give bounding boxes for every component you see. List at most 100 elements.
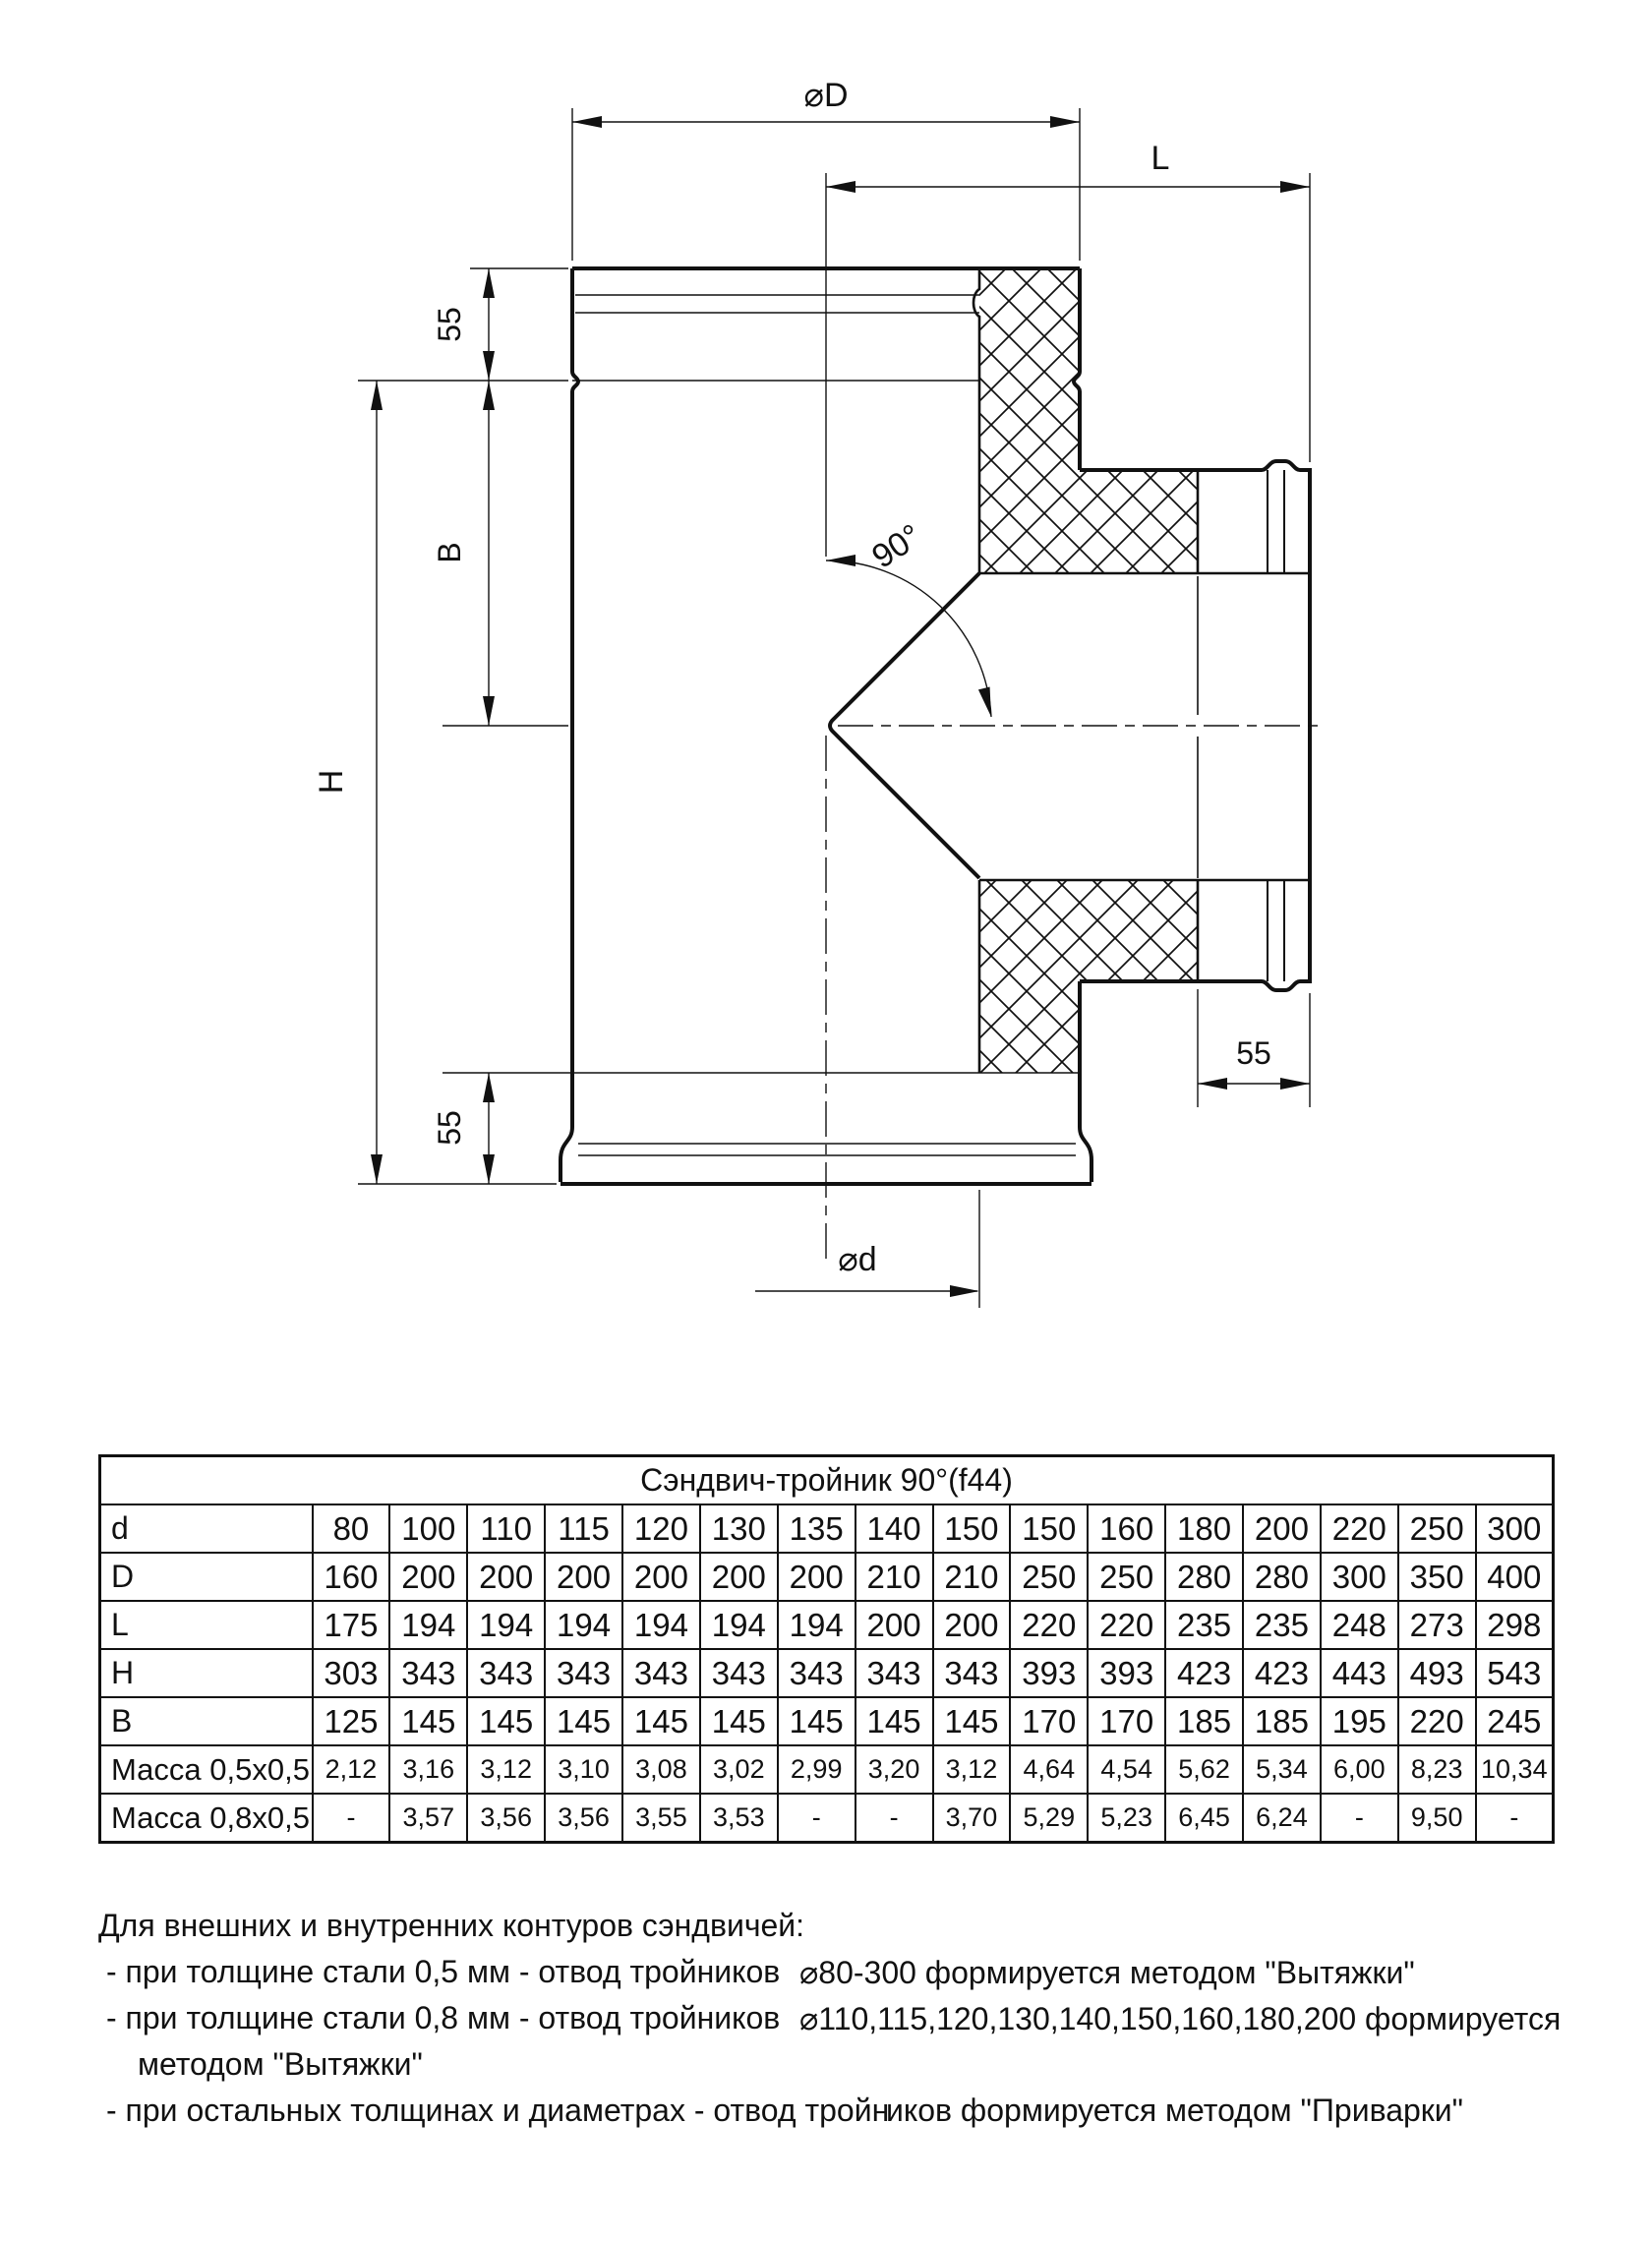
value-cell: 235 bbox=[1242, 1600, 1322, 1650]
value-cell: 8,23 bbox=[1396, 1744, 1477, 1795]
value-cell: 110 bbox=[466, 1504, 547, 1554]
value-cell: 400 bbox=[1474, 1552, 1555, 1602]
note-line-3: - при остальных толщинах и диаметрах - о… bbox=[106, 2093, 1640, 2129]
value-cell: 235 bbox=[1164, 1600, 1244, 1650]
value-cell: 185 bbox=[1164, 1696, 1244, 1746]
value-cell: 3,10 bbox=[544, 1744, 623, 1795]
value-cell: 160 bbox=[1087, 1504, 1167, 1554]
value-cell: 145 bbox=[544, 1696, 623, 1746]
note2-continuation: методом "Вытяжки" bbox=[138, 2046, 423, 2082]
value-cell: 343 bbox=[621, 1648, 701, 1698]
value-cell: 5,62 bbox=[1164, 1744, 1244, 1795]
value-cell: 2,12 bbox=[311, 1744, 391, 1795]
value-cell: 140 bbox=[854, 1504, 934, 1554]
value-cell: 115 bbox=[544, 1504, 623, 1554]
value-cell: 9,50 bbox=[1396, 1793, 1477, 1844]
tee-drawing: ⌀D L 55 B H 55 55 90° ⌀d bbox=[313, 77, 1326, 1308]
value-cell: 3,70 bbox=[931, 1793, 1012, 1844]
value-cell: 4,54 bbox=[1087, 1744, 1167, 1795]
value-cell: 3,02 bbox=[698, 1744, 779, 1795]
dim-label-B: B bbox=[432, 542, 467, 562]
value-cell: 180 bbox=[1164, 1504, 1244, 1554]
value-cell: 194 bbox=[621, 1600, 701, 1650]
value-cell: 3,16 bbox=[388, 1744, 469, 1795]
value-cell: 194 bbox=[466, 1600, 547, 1650]
value-cell: 175 bbox=[311, 1600, 391, 1650]
value-cell: 200 bbox=[776, 1552, 856, 1602]
row-label: H bbox=[98, 1648, 314, 1698]
value-cell: 195 bbox=[1319, 1696, 1399, 1746]
value-cell: - bbox=[854, 1793, 934, 1844]
table-title: Сэндвич-тройник 90°(f44) bbox=[98, 1454, 1555, 1505]
row-label: B bbox=[98, 1696, 314, 1746]
value-cell: 5,29 bbox=[1009, 1793, 1090, 1844]
value-cell: 194 bbox=[698, 1600, 779, 1650]
value-cell: 303 bbox=[311, 1648, 391, 1698]
value-cell: 300 bbox=[1474, 1504, 1555, 1554]
value-cell: 250 bbox=[1396, 1504, 1477, 1554]
row-label: Масса 0,5x0,5 bbox=[98, 1744, 314, 1795]
value-cell: 3,12 bbox=[466, 1744, 547, 1795]
value-cell: 3,08 bbox=[621, 1744, 701, 1795]
value-cell: 3,12 bbox=[931, 1744, 1012, 1795]
dim-label-diameter-D: ⌀D bbox=[803, 77, 848, 114]
value-cell: 210 bbox=[854, 1552, 934, 1602]
note-line-2-cont: методом "Вытяжки" bbox=[138, 2046, 423, 2083]
note1-right: ⌀80-300 формируется методом "Вытяжки" bbox=[799, 1955, 1415, 1990]
value-cell: 200 bbox=[854, 1600, 934, 1650]
value-cell: 245 bbox=[1474, 1696, 1555, 1746]
value-cell: 250 bbox=[1087, 1552, 1167, 1602]
dim-label-L: L bbox=[1151, 140, 1170, 177]
dim-label-diameter-d: ⌀d bbox=[838, 1241, 876, 1278]
value-cell: 5,34 bbox=[1242, 1744, 1322, 1795]
value-cell: 3,56 bbox=[544, 1793, 623, 1844]
value-cell: 160 bbox=[311, 1552, 391, 1602]
dim-label-H: H bbox=[313, 770, 350, 795]
note-line-1: - при толщине стали 0,5 мм - отвод тройн… bbox=[106, 1954, 1640, 1990]
note2-left: - при толщине стали 0,8 мм - отвод тройн… bbox=[106, 2000, 781, 2035]
value-cell: - bbox=[776, 1793, 856, 1844]
value-cell: 343 bbox=[931, 1648, 1012, 1698]
value-cell: 145 bbox=[388, 1696, 469, 1746]
value-cell: 3,53 bbox=[698, 1793, 779, 1844]
value-cell: 280 bbox=[1164, 1552, 1244, 1602]
row-label: d bbox=[98, 1504, 314, 1554]
notes-intro: Для внешних и внутренних контуров сэндви… bbox=[98, 1908, 804, 1944]
value-cell: 210 bbox=[931, 1552, 1012, 1602]
value-cell: 4,64 bbox=[1009, 1744, 1090, 1795]
note-line-2: - при толщине стали 0,8 мм - отвод тройн… bbox=[106, 2000, 1640, 2036]
insulation-hatch-lower bbox=[979, 880, 1198, 1073]
value-cell: 125 bbox=[311, 1696, 391, 1746]
notes-intro-text: Для внешних и внутренних контуров сэндви… bbox=[98, 1908, 805, 1943]
value-cell: - bbox=[311, 1793, 391, 1844]
value-cell: 443 bbox=[1319, 1648, 1399, 1698]
value-cell: 423 bbox=[1164, 1648, 1244, 1698]
value-cell: 220 bbox=[1009, 1600, 1090, 1650]
value-cell: 194 bbox=[776, 1600, 856, 1650]
row-label: L bbox=[98, 1600, 314, 1650]
value-cell: 135 bbox=[776, 1504, 856, 1554]
value-cell: 220 bbox=[1396, 1696, 1477, 1746]
value-cell: - bbox=[1319, 1793, 1399, 1844]
value-cell: 145 bbox=[776, 1696, 856, 1746]
value-cell: 185 bbox=[1242, 1696, 1322, 1746]
value-cell: 6,00 bbox=[1319, 1744, 1399, 1795]
value-cell: 5,23 bbox=[1087, 1793, 1167, 1844]
value-cell: 130 bbox=[698, 1504, 779, 1554]
value-cell: 343 bbox=[776, 1648, 856, 1698]
note3-left: - при остальных толщинах и диаметрах - о… bbox=[106, 2093, 890, 2128]
note3-right: иков формируется методом "Приварки" bbox=[886, 2093, 1464, 2128]
value-cell: 3,20 bbox=[854, 1744, 934, 1795]
value-cell: 150 bbox=[1009, 1504, 1090, 1554]
dimension-lines bbox=[358, 108, 1311, 1308]
note1-left: - при толщине стали 0,5 мм - отвод тройн… bbox=[106, 1954, 781, 1989]
value-cell: - bbox=[1474, 1793, 1555, 1844]
value-cell: 100 bbox=[388, 1504, 469, 1554]
value-cell: 120 bbox=[621, 1504, 701, 1554]
value-cell: 350 bbox=[1396, 1552, 1477, 1602]
